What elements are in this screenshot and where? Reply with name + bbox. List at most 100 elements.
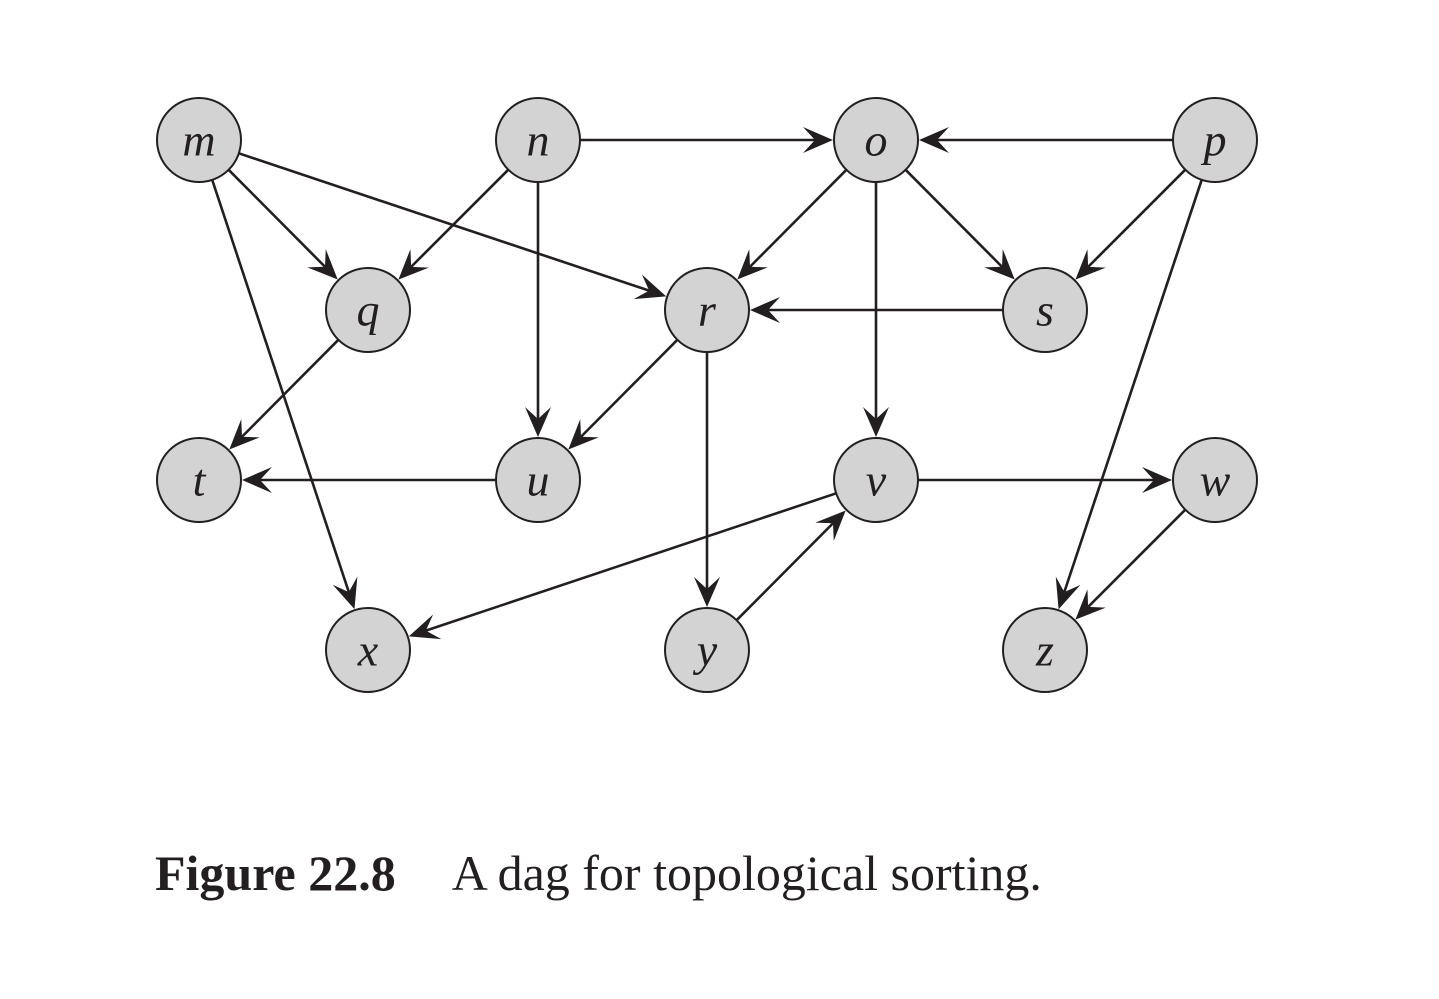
node-label: p	[1201, 115, 1227, 166]
arrowhead	[525, 407, 551, 437]
edge-p-s	[1075, 168, 1187, 280]
node-label: z	[1035, 625, 1054, 676]
edges-layer	[210, 127, 1203, 640]
edge-line	[238, 152, 650, 292]
arrowhead	[1055, 576, 1081, 610]
edge-r-y	[694, 352, 720, 607]
node-label: v	[866, 455, 887, 506]
edge-u-t	[242, 467, 496, 493]
node-circle	[495, 97, 581, 183]
edge-v-w	[918, 467, 1172, 493]
edge-y-v	[735, 510, 846, 622]
node-y: y	[664, 607, 750, 693]
arrowhead	[398, 249, 429, 280]
node-circle	[1172, 437, 1258, 523]
arrowhead	[242, 467, 272, 493]
node-circle	[1002, 607, 1088, 693]
arrowhead	[750, 297, 780, 323]
arrowhead	[1075, 249, 1106, 280]
edge-n-o	[580, 127, 833, 153]
edge-line	[241, 338, 340, 438]
node-label: y	[693, 625, 718, 676]
figure-label: Figure 22.8	[155, 845, 396, 901]
arrowhead	[633, 274, 667, 300]
node-o: o	[833, 97, 919, 183]
arrowhead	[737, 249, 768, 280]
edge-line	[749, 168, 848, 268]
edge-p-z	[1055, 179, 1203, 610]
node-p: p	[1172, 97, 1258, 183]
edge-line	[904, 168, 1003, 268]
node-label: m	[182, 115, 215, 166]
arrowhead	[863, 407, 889, 437]
arrowhead	[1142, 467, 1172, 493]
arrowhead	[803, 127, 833, 153]
nodes-layer: m n o p q r s t u v w x y z	[156, 97, 1258, 693]
edge-o-r	[737, 168, 848, 280]
edge-line	[227, 168, 326, 268]
arrowhead	[815, 510, 846, 541]
node-circle	[664, 607, 750, 693]
node-z: z	[1002, 607, 1088, 693]
node-label: q	[357, 285, 380, 336]
figure-caption: Figure 22.8 A dag for topological sorting…	[155, 848, 1042, 898]
edge-v-x	[408, 492, 837, 640]
arrowhead	[919, 127, 949, 153]
node-label: t	[193, 455, 207, 506]
node-label: x	[357, 625, 379, 676]
node-n: n	[495, 97, 581, 183]
arrowhead	[1075, 589, 1106, 620]
edge-n-q	[398, 168, 510, 280]
node-label: w	[1200, 455, 1231, 506]
node-circle	[156, 437, 242, 523]
node-label: o	[865, 115, 888, 166]
node-circle	[495, 437, 581, 523]
edge-o-v	[863, 182, 889, 437]
node-r: r	[664, 267, 750, 353]
node-q: q	[325, 267, 411, 353]
edge-m-q	[227, 168, 338, 280]
node-s: s	[1002, 267, 1088, 353]
node-circle	[1002, 267, 1088, 353]
node-circle	[833, 437, 919, 523]
arrowhead	[568, 419, 599, 450]
node-label: u	[527, 455, 550, 506]
node-circle	[325, 607, 411, 693]
edge-r-u	[568, 338, 679, 450]
edge-p-o	[919, 127, 1173, 153]
arrowhead	[984, 249, 1015, 280]
node-circle	[833, 97, 919, 183]
edge-line	[735, 522, 834, 622]
node-circle	[325, 267, 411, 353]
node-m: m	[156, 97, 242, 183]
edge-s-r	[750, 297, 1003, 323]
edge-line	[425, 492, 837, 632]
figure-caption-text: A dag for topological sorting.	[451, 845, 1042, 901]
edge-q-t	[229, 338, 340, 450]
arrowhead	[229, 419, 260, 450]
node-x: x	[325, 607, 411, 693]
node-label: s	[1036, 285, 1054, 336]
arrowhead	[332, 576, 358, 610]
node-label: r	[698, 285, 717, 336]
arrowhead	[408, 614, 442, 640]
node-label: n	[527, 115, 550, 166]
edge-o-s	[904, 168, 1015, 280]
edge-m-r	[238, 152, 667, 300]
edge-m-x	[210, 179, 358, 610]
node-v: v	[833, 437, 919, 523]
edge-line	[410, 168, 510, 268]
node-circle	[664, 267, 750, 353]
node-w: w	[1172, 437, 1258, 523]
edge-line	[1063, 179, 1203, 593]
dag-diagram: m n o p q r s t u v w x y z	[156, 97, 1258, 693]
edge-line	[210, 179, 351, 593]
node-circle	[1172, 97, 1258, 183]
node-u: u	[495, 437, 581, 523]
edge-n-u	[525, 182, 551, 437]
node-t: t	[156, 437, 242, 523]
node-circle	[156, 97, 242, 183]
edge-line	[1087, 508, 1187, 608]
arrowhead	[307, 249, 338, 280]
arrowhead	[694, 577, 720, 607]
